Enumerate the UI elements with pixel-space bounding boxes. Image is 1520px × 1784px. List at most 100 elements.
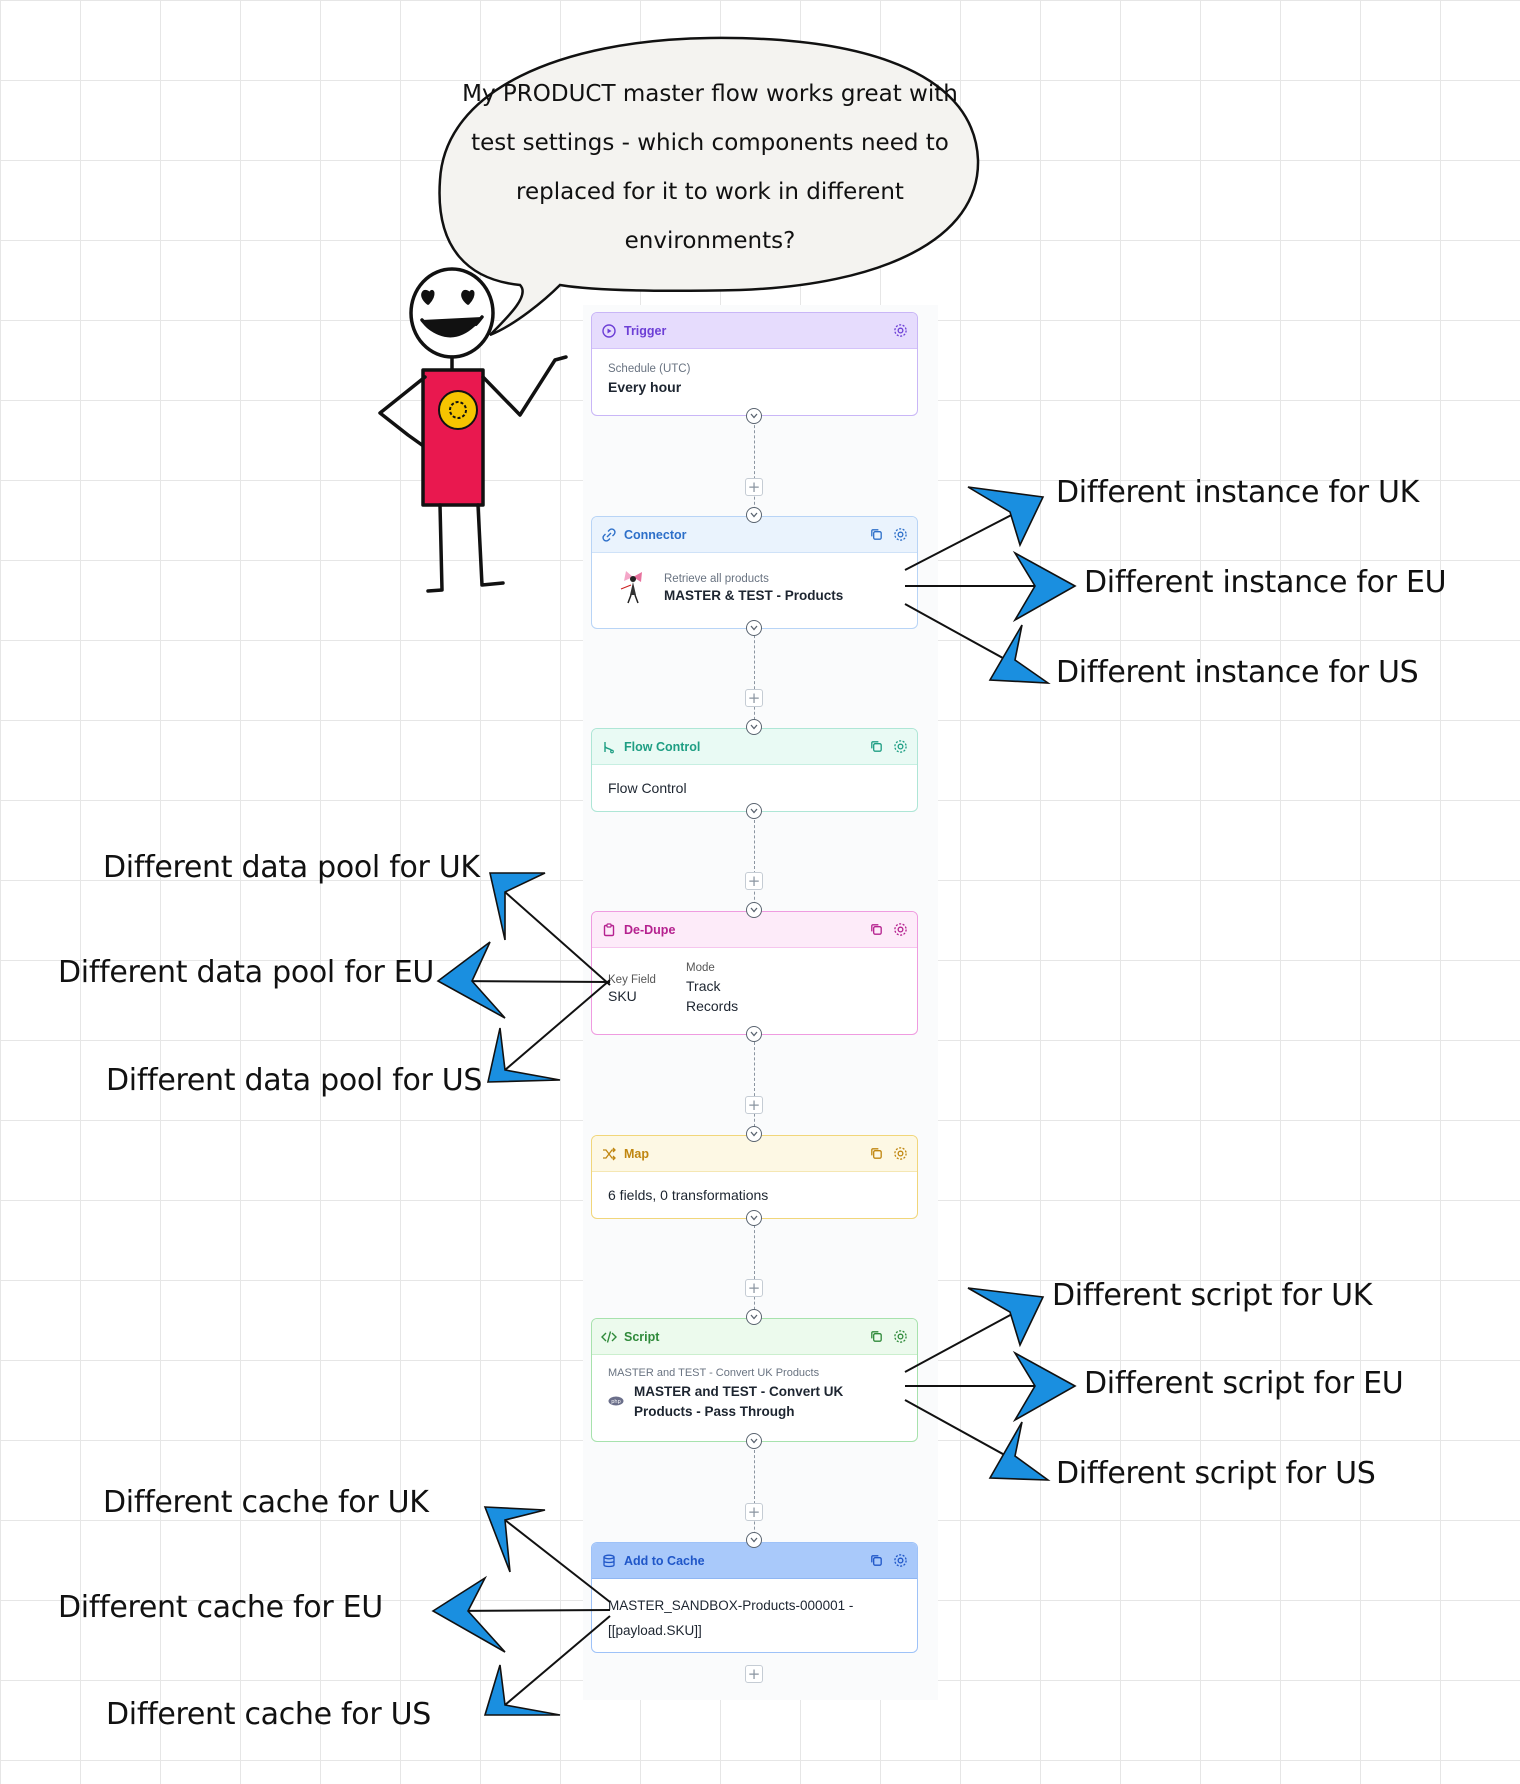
chevron-down-icon[interactable]: [746, 1532, 762, 1548]
annotation-connector-eu: Different instance for EU: [1084, 565, 1447, 600]
flow-control-step-card[interactable]: Flow Control Flow Control: [591, 728, 918, 812]
duplicate-icon[interactable]: [867, 526, 885, 544]
script-step-card[interactable]: Script MASTER and TEST - Convert UK Prod…: [591, 1318, 918, 1442]
map-summary: 6 fields, 0 transformations: [608, 1187, 769, 1203]
link-icon: [600, 526, 618, 544]
annotation-script-uk: Different script for UK: [1052, 1278, 1373, 1313]
arrowhead: [483, 1664, 561, 1716]
add-step-button[interactable]: +: [745, 1665, 763, 1683]
annotation-connector-us: Different instance for US: [1056, 655, 1419, 690]
chevron-down-icon[interactable]: [746, 1433, 762, 1449]
annotation-cache-us: Different cache for US: [106, 1697, 432, 1732]
chevron-down-icon[interactable]: [746, 803, 762, 819]
annotation-script-us: Different script for US: [1056, 1456, 1376, 1491]
settings-gear-icon[interactable]: [891, 738, 909, 756]
settings-gear-icon[interactable]: [891, 1145, 909, 1163]
chevron-down-icon[interactable]: [746, 1309, 762, 1325]
arrowhead: [431, 1575, 506, 1653]
arrowhead: [988, 624, 1051, 684]
fairy-logo-icon: [612, 567, 654, 609]
annotation-dedupe-uk: Different data pool for UK: [103, 850, 480, 885]
arrowhead: [483, 1506, 546, 1573]
arrowhead: [489, 872, 546, 941]
add-step-button[interactable]: +: [745, 1096, 763, 1114]
speech-bubble-text: My PRODUCT master flow works great with …: [462, 81, 958, 254]
add-step-button[interactable]: +: [745, 689, 763, 707]
add-step-button[interactable]: +: [745, 1279, 763, 1297]
duplicate-icon[interactable]: [867, 1552, 885, 1570]
add-to-cache-title: Add to Cache: [624, 1553, 705, 1568]
trigger-title: Trigger: [624, 323, 667, 338]
code-icon: [600, 1328, 618, 1346]
php-icon: php: [608, 1393, 626, 1411]
chevron-down-icon[interactable]: [746, 620, 762, 636]
flow-connector-line: [754, 1042, 755, 1132]
cache-key-value: MASTER_SANDBOX-Products-000001 - [[paylo…: [608, 1598, 854, 1638]
annotation-script-eu: Different script for EU: [1084, 1366, 1404, 1401]
settings-gear-icon[interactable]: [891, 526, 909, 544]
branch-icon: [600, 738, 618, 756]
annotation-connector-uk: Different instance for UK: [1056, 475, 1420, 510]
connector-action-label: Retrieve all products: [664, 573, 769, 585]
settings-gear-icon[interactable]: [891, 921, 909, 939]
chevron-down-icon[interactable]: [746, 507, 762, 523]
map-title: Map: [624, 1146, 649, 1161]
dedupe-title: De-Dupe: [624, 922, 676, 937]
trigger-step-card[interactable]: Trigger Schedule (UTC) Every hour: [591, 312, 918, 416]
flow-connector-line: [754, 820, 755, 910]
dedupe-mode-value: Track Records: [686, 978, 739, 1014]
add-step-button[interactable]: +: [745, 1503, 763, 1521]
dedupe-step-card[interactable]: De-Dupe Key Field SKU Mode Track Records: [591, 911, 918, 1035]
duplicate-icon[interactable]: [867, 1145, 885, 1163]
play-circle-icon: [600, 322, 618, 340]
clipboard-icon: [600, 921, 618, 939]
arrowhead: [988, 1421, 1051, 1481]
settings-gear-icon[interactable]: [891, 1328, 909, 1346]
arrowhead: [486, 1027, 561, 1083]
chevron-down-icon[interactable]: [746, 1210, 762, 1226]
arrowhead: [967, 486, 1045, 548]
trigger-schedule-label: Schedule (UTC): [608, 363, 691, 375]
annotation-cache-eu: Different cache for EU: [58, 1590, 383, 1625]
flow-connector-line: [754, 1225, 755, 1320]
flow-control-title: Flow Control: [624, 739, 701, 754]
chevron-down-icon[interactable]: [746, 1126, 762, 1142]
duplicate-icon[interactable]: [867, 1328, 885, 1346]
connector-title: Connector: [624, 527, 687, 542]
annotation-dedupe-eu: Different data pool for EU: [58, 955, 435, 990]
flow-connector-line: [754, 1450, 755, 1545]
annotation-cache-uk: Different cache for UK: [103, 1485, 429, 1520]
connector-instance-name: MASTER & TEST - Products: [664, 588, 844, 603]
chevron-down-icon[interactable]: [746, 1026, 762, 1042]
settings-gear-icon[interactable]: [891, 322, 909, 340]
duplicate-icon[interactable]: [867, 738, 885, 756]
flow-control-value: Flow Control: [608, 780, 687, 796]
svg-text:php: php: [611, 1399, 621, 1405]
chevron-down-icon[interactable]: [746, 719, 762, 735]
flow-connector-line: [754, 630, 755, 725]
script-version-name: MASTER and TEST - Convert UK Products - …: [634, 1384, 844, 1419]
flow-connector-line: [754, 420, 755, 515]
stick-figure-mascot: [378, 267, 568, 593]
script-name-label: MASTER and TEST - Convert UK Products: [608, 1367, 820, 1379]
arrowhead: [436, 941, 506, 1019]
dedupe-key-field-label: Key Field: [608, 974, 656, 986]
arrowhead: [1012, 550, 1077, 623]
connector-step-card[interactable]: Connector Retrieve all products MASTER &…: [591, 516, 918, 629]
shuffle-icon: [600, 1145, 618, 1163]
arrowhead: [967, 1287, 1045, 1348]
duplicate-icon[interactable]: [867, 921, 885, 939]
arrowhead: [1012, 1350, 1077, 1423]
settings-gear-icon[interactable]: [891, 1552, 909, 1570]
dedupe-mode-label: Mode: [686, 962, 715, 974]
annotation-dedupe-us: Different data pool for US: [106, 1063, 483, 1098]
map-step-card[interactable]: Map 6 fields, 0 transformations: [591, 1135, 918, 1219]
chevron-down-icon[interactable]: [746, 902, 762, 918]
add-step-button[interactable]: +: [745, 478, 763, 496]
trigger-schedule-value: Every hour: [608, 379, 682, 395]
chevron-down-icon[interactable]: [746, 408, 762, 424]
add-step-button[interactable]: +: [745, 872, 763, 890]
